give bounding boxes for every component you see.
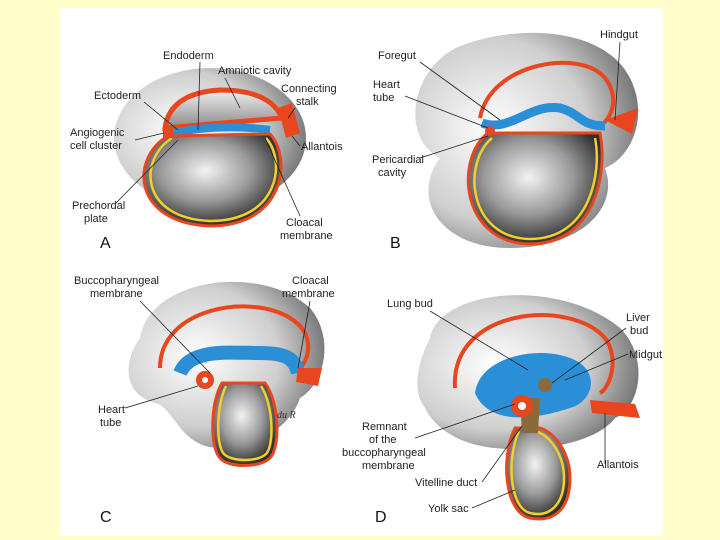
- leader-ectoderm: [143, 101, 179, 131]
- leader-prechordal: [114, 139, 179, 205]
- panel-a: Endoderm Amniotic cavity Ectoderm Connec…: [70, 50, 343, 252]
- leader-heart-tube-b: [404, 95, 489, 129]
- panel-d-ectoderm: [452, 313, 615, 395]
- label-amniotic-cavity: Amniotic cavity: [218, 65, 292, 77]
- label-connecting-stalk-1: Connecting: [281, 83, 337, 95]
- label-remnant-4: membrane: [362, 460, 415, 472]
- label-cloacal-a-1: Cloacal: [286, 217, 323, 229]
- panel-d-yolk-lining: [510, 430, 566, 516]
- label-lung-bud: Lung bud: [387, 298, 433, 310]
- label-heart-tube-c-1: Heart: [98, 404, 125, 416]
- leader-pericardial: [419, 135, 489, 159]
- panel-c-allantois: [296, 368, 322, 386]
- leader-lung-bud: [429, 310, 529, 371]
- label-pericardial-2: cavity: [378, 167, 407, 179]
- panel-b-yolk-sac: [466, 131, 604, 246]
- label-cloacal-c-2: membrane: [282, 288, 335, 300]
- artist-signature: du R: [277, 410, 296, 421]
- leader-liver-bud: [551, 327, 627, 384]
- leader-stalk: [287, 107, 296, 119]
- leader-yolk-sac: [471, 489, 516, 509]
- leader-remnant: [414, 403, 516, 439]
- label-remnant-3: buccopharyngeal: [342, 447, 426, 459]
- label-connecting-stalk-2: stalk: [296, 96, 319, 108]
- label-cloacal-c-1: Cloacal: [292, 275, 329, 287]
- label-ectoderm: Ectoderm: [94, 90, 141, 102]
- label-bucco-c-2: membrane: [90, 288, 143, 300]
- panel-d-letter: D: [375, 509, 387, 526]
- label-liver-bud-2: bud: [630, 325, 648, 337]
- leader-vitelline: [481, 425, 523, 483]
- label-pericardial-1: Pericardial: [372, 154, 424, 166]
- panel-c: Buccopharyngeal membrane Cloacal membran…: [74, 275, 335, 526]
- label-midgut: Midgut: [629, 349, 662, 361]
- panel-a-amniotic-cavity: [162, 87, 286, 131]
- leader-angiogenic: [134, 132, 165, 141]
- panel-a-connecting-stalk: [278, 103, 300, 138]
- panel-c-yolk-sac: [211, 381, 279, 467]
- panel-b-ectoderm: [478, 60, 616, 128]
- panel-c-letter: C: [100, 509, 112, 526]
- panel-c-gut: [173, 345, 305, 377]
- panel-b-heart-tube: [485, 126, 495, 136]
- panel-c-heart-lumen: [202, 377, 208, 383]
- label-foregut: Foregut: [378, 50, 416, 62]
- label-angiogenic-2: cell cluster: [70, 140, 122, 152]
- panel-a-endoderm-layer: [167, 123, 271, 138]
- panel-d-allantois: [590, 400, 640, 418]
- label-allantois-d: Allantois: [597, 459, 639, 471]
- leader-hindgut: [614, 41, 621, 121]
- label-cloacal-a-2: membrane: [280, 230, 333, 242]
- leader-heart-tube-c: [124, 385, 199, 409]
- panel-a-angiogenic-cluster: [163, 128, 173, 138]
- panel-a-yolk-sac: [142, 132, 283, 228]
- embryo-folding-figure: Endoderm Amniotic cavity Ectoderm Connec…: [60, 8, 663, 536]
- panel-a-yolk-lining: [149, 136, 278, 223]
- diagram-canvas: Endoderm Amniotic cavity Ectoderm Connec…: [70, 29, 662, 526]
- label-heart-tube-b-1: Heart: [373, 79, 400, 91]
- label-prechordal-1: Prechordal: [72, 200, 125, 212]
- label-yolk-sac: Yolk sac: [428, 503, 469, 515]
- leader-allantois-a: [291, 135, 301, 147]
- leader-endoderm: [197, 61, 201, 131]
- label-heart-tube-c-2: tube: [100, 417, 121, 429]
- leader-bucco-c: [139, 300, 211, 374]
- panel-c-yolk-lining: [216, 385, 273, 462]
- panel-b-allantois: [605, 108, 638, 134]
- panel-b-letter: B: [390, 235, 401, 252]
- label-heart-tube-b-2: tube: [373, 92, 394, 104]
- label-bucco-c-1: Buccopharyngeal: [74, 275, 159, 287]
- leader-midgut: [564, 353, 629, 381]
- label-prechordal-2: plate: [84, 213, 108, 225]
- label-allantois-a: Allantois: [301, 141, 343, 153]
- panel-a-letter: A: [100, 235, 111, 252]
- label-endoderm: Endoderm: [163, 50, 214, 62]
- leader-cloacal-c: [297, 300, 311, 369]
- label-liver-bud-1: Liver: [626, 312, 650, 324]
- panel-d-heart-lumen: [518, 402, 526, 410]
- label-hindgut: Hindgut: [600, 29, 638, 41]
- panel-b: Hindgut Foregut Heart tube Pericardial c…: [372, 29, 639, 252]
- label-angiogenic-1: Angiogenic: [70, 127, 125, 139]
- panel-b-gut: [480, 102, 606, 131]
- panel-d-yolk-sac: [505, 426, 572, 521]
- panel-d: Lung bud Liver bud Midgut Remnant of the…: [342, 295, 662, 526]
- leader-cloacal-a: [264, 137, 301, 217]
- leader-amniotic: [224, 77, 241, 109]
- leader-foregut: [419, 61, 501, 121]
- panel-b-yolk-lining: [473, 137, 599, 241]
- panel-c-ectoderm: [158, 304, 311, 370]
- panel-d-liver-bud: [538, 378, 552, 392]
- label-vitelline-duct: Vitelline duct: [415, 477, 477, 489]
- panel-d-amnion-fluid: [475, 353, 591, 418]
- label-remnant-2: of the: [369, 434, 397, 446]
- label-remnant-1: Remnant: [362, 421, 407, 433]
